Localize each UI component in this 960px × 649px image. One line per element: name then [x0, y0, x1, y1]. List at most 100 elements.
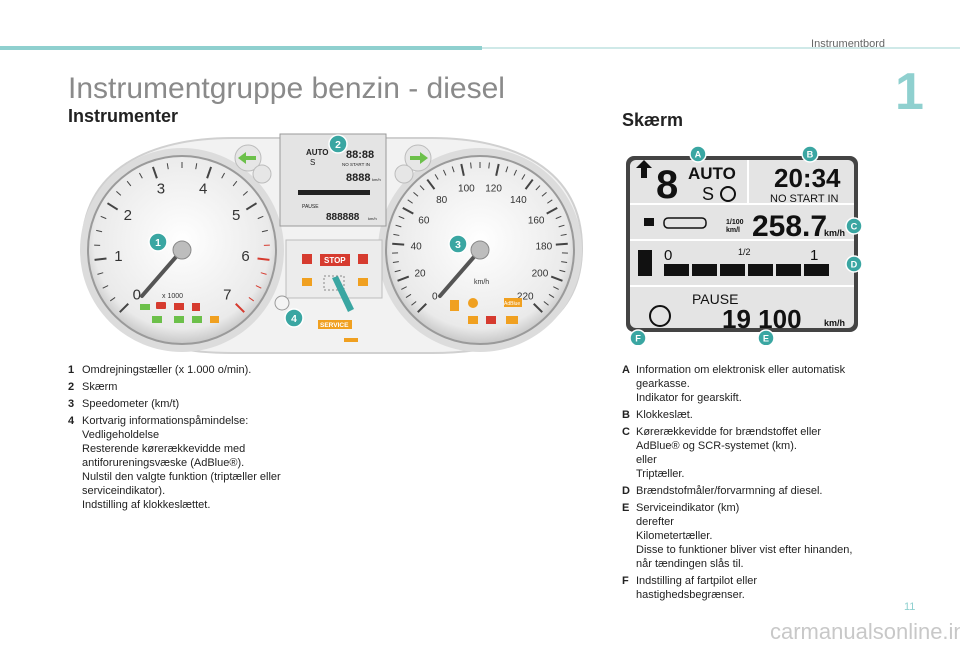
display-pause: PAUSE	[692, 291, 738, 307]
dial-tick	[206, 166, 213, 179]
callout-badge-label: E	[763, 333, 769, 343]
dial-tick	[559, 269, 566, 273]
adblue-label: AdBlue	[504, 301, 520, 307]
dial-label: 200	[532, 268, 549, 279]
callout-badge	[757, 329, 775, 345]
callout-badge-label: 1	[155, 238, 161, 249]
legend-text: Kortvarig informationspåmindelse: Vedlig…	[82, 415, 281, 511]
dial-label: 4	[199, 181, 207, 198]
dial-label: 20	[414, 268, 426, 279]
dial-tick	[451, 166, 455, 173]
legend-item: 4 Kortvarig informationspåmindelse: Vedli…	[68, 414, 328, 512]
lcd-odo: 888888	[326, 212, 360, 223]
legend-text: Kørerækkevidde for brændstoffet eller Ad…	[636, 426, 822, 480]
speedo-warning-icons	[450, 298, 522, 324]
dial-tick	[102, 285, 109, 289]
tachometer-unit: x 1000	[162, 293, 183, 300]
callout-badge-label: 4	[291, 314, 297, 325]
page-title: Instrumentgruppe benzin - diesel	[68, 72, 505, 105]
lcd-auto: AUTO	[306, 148, 329, 157]
callout-badge-label: 3	[455, 240, 461, 251]
stop-lamp	[320, 254, 350, 266]
tachometer-needle	[140, 248, 184, 298]
dial-label: 0	[133, 286, 141, 303]
callout-badge	[284, 308, 304, 328]
dial-tick	[555, 215, 562, 220]
fuel-full: 1	[810, 247, 818, 264]
legend-key: E	[622, 502, 630, 514]
display-auto: AUTO	[688, 164, 736, 183]
header-accent-bar	[0, 46, 482, 50]
right-legend-list: A Information om elektronisk eller automa…	[622, 363, 862, 605]
dial-tick	[260, 272, 267, 275]
legend-key: A	[622, 364, 630, 376]
fuel-bar-segment	[776, 264, 801, 276]
legend-key: C	[622, 426, 630, 438]
display-consumption: 1/100	[726, 219, 744, 226]
display-closeup-illustration: 8 AUTO S 20:34 NO START IN 1/100 km/l 25…	[626, 145, 863, 345]
speedometer-needle	[438, 248, 482, 298]
legend-key: 4	[68, 415, 75, 427]
speedometer-ticks	[392, 162, 568, 313]
dial-tick	[547, 199, 553, 204]
dial-tick	[257, 257, 270, 261]
fuel-bar-segment	[692, 264, 717, 276]
dial-label: 140	[510, 195, 527, 206]
dial-label: 2	[124, 207, 132, 224]
legend-text: Information om elektronisk eller automat…	[636, 364, 846, 404]
dial-tick	[505, 166, 509, 173]
callout-badge	[629, 329, 647, 345]
fuel-half: 1/2	[738, 247, 751, 257]
dial-tick	[513, 169, 518, 176]
callout-badge-label: 2	[335, 140, 341, 151]
dial-tick	[419, 185, 425, 191]
dial-label: 180	[535, 241, 552, 252]
dial-tick	[235, 303, 245, 313]
dial-tick	[126, 180, 132, 187]
legend-text: Omdrejningstæller (x 1.000 o/min).	[82, 364, 252, 376]
fuel-zero: 0	[664, 247, 672, 264]
dial-tick	[248, 297, 255, 302]
warning-panel	[285, 239, 383, 299]
dial-tick	[442, 169, 447, 176]
right-turn-indicator	[404, 144, 432, 172]
legend-key: 3	[68, 398, 75, 410]
dial-tick	[100, 215, 107, 220]
dial-label: 3	[157, 181, 165, 198]
dial-label: 160	[528, 215, 545, 226]
legend-text: Brændstofmåler/forvarmning af diesel.	[636, 485, 823, 497]
dial-tick	[116, 190, 122, 196]
stop-label: STOP	[324, 256, 346, 265]
callout-badge-label: F	[635, 333, 641, 343]
dial-tick	[398, 215, 405, 220]
callout-badge	[328, 134, 348, 154]
legend-item: A Information om elektronisk eller automa…	[622, 363, 862, 405]
dial-tick	[401, 286, 407, 290]
dial-tick	[546, 206, 558, 215]
page-number: 11	[904, 601, 916, 613]
callout-badge	[689, 145, 707, 163]
dial-tick	[106, 202, 119, 211]
dial-label: 220	[517, 291, 534, 302]
display-range: 258.7	[752, 210, 827, 243]
lcd-nostart: NO START IN	[342, 162, 370, 167]
display-time: 20:34	[774, 163, 841, 193]
dial-tick	[558, 224, 565, 228]
left-turn-indicator	[234, 144, 262, 172]
dial-tick	[555, 242, 568, 246]
callout-badge	[845, 255, 863, 273]
dial-tick	[411, 301, 417, 306]
dial-tick	[221, 172, 226, 179]
legend-text: Indstilling af fartpilot eller hastighed…	[636, 575, 758, 601]
dial-label: 80	[436, 195, 448, 206]
callout-badge	[148, 232, 168, 252]
reset-button	[274, 295, 290, 311]
dial-tick	[394, 269, 401, 273]
fuel-gauge-bars	[664, 264, 829, 276]
dial-tick	[257, 215, 264, 220]
